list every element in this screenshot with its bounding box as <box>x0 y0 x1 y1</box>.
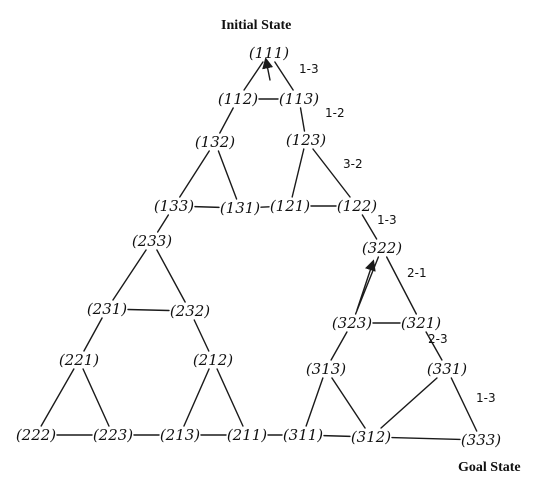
edge-212-211 <box>216 368 244 427</box>
state-node-223: (223) <box>93 426 133 444</box>
edge-233-231 <box>112 249 147 301</box>
state-node-112: (112) <box>218 90 258 108</box>
edge-221-222 <box>40 368 75 427</box>
edge-112-132 <box>219 107 234 134</box>
state-node-122: (122) <box>337 197 377 215</box>
state-node-323: (323) <box>332 314 372 332</box>
arrow-322-323 <box>356 259 376 311</box>
initial-state-label: Initial State <box>221 18 291 33</box>
edge-111-113 <box>274 61 294 91</box>
state-node-331: (331) <box>427 360 467 378</box>
state-node-311: (311) <box>283 426 323 444</box>
state-node-231: (231) <box>87 300 127 318</box>
edge-133-131 <box>194 205 220 209</box>
state-node-213: (213) <box>160 426 200 444</box>
arrow-111-113 <box>262 57 274 81</box>
edge-331-312 <box>380 377 438 429</box>
state-node-232: (232) <box>170 302 210 320</box>
edge-313-312 <box>331 377 366 429</box>
edge-331-333 <box>450 377 478 432</box>
edge-313-311 <box>305 377 324 427</box>
state-node-111: (111) <box>249 44 289 62</box>
state-node-121: (121) <box>270 197 310 215</box>
move-label: 2-3 <box>428 332 448 346</box>
state-node-321: (321) <box>401 314 441 332</box>
state-node-333: (333) <box>461 431 501 449</box>
edge-321-331 <box>425 331 443 361</box>
edges <box>40 61 478 441</box>
edge-312-333 <box>391 436 461 441</box>
goal-state-label: Goal State <box>458 460 521 475</box>
edge-123-122 <box>312 148 351 198</box>
state-node-113: (113) <box>279 90 319 108</box>
state-node-131: (131) <box>220 199 260 217</box>
edge-132-131 <box>217 150 238 200</box>
state-node-132: (132) <box>195 133 235 151</box>
edge-212-213 <box>183 368 210 427</box>
edge-133-233 <box>156 214 170 233</box>
state-node-123: (123) <box>286 131 326 149</box>
move-label: 1-3 <box>476 391 496 405</box>
edge-323-313 <box>330 331 348 361</box>
edge-111-112 <box>243 61 264 91</box>
edge-311-312 <box>323 434 351 438</box>
state-node-133: (133) <box>154 197 194 215</box>
edge-231-221 <box>83 317 103 352</box>
state-node-212: (212) <box>193 351 233 369</box>
move-label: 2-1 <box>407 266 427 280</box>
state-node-221: (221) <box>59 351 99 369</box>
nodes: (111) (112) (113) (132) (123) (133) (131) (121)… <box>16 44 501 449</box>
move-labels: 1-3 1-2 3-2 1-3 2-1 2-3 1-3 <box>299 62 496 405</box>
state-node-313: (313) <box>306 360 346 378</box>
edge-322-321 <box>385 256 418 315</box>
state-node-211: (211) <box>227 426 267 444</box>
state-node-322: (322) <box>362 239 402 257</box>
edge-123-121 <box>291 148 305 198</box>
edge-231-232 <box>127 308 170 312</box>
state-node-233: (233) <box>132 232 172 250</box>
edge-122-322 <box>361 214 378 240</box>
move-label: 1-3 <box>377 213 397 227</box>
solution-arrows <box>262 57 376 311</box>
state-node-312: (312) <box>351 428 391 446</box>
edge-113-123 <box>299 107 306 132</box>
edge-232-212 <box>193 319 210 352</box>
edge-132-133 <box>179 150 210 198</box>
edge-221-223 <box>82 368 110 427</box>
move-label: 1-3 <box>299 62 319 76</box>
state-node-222: (222) <box>16 426 56 444</box>
move-label: 3-2 <box>343 157 363 171</box>
edge-233-232 <box>156 249 186 303</box>
move-label: 1-2 <box>325 106 345 120</box>
